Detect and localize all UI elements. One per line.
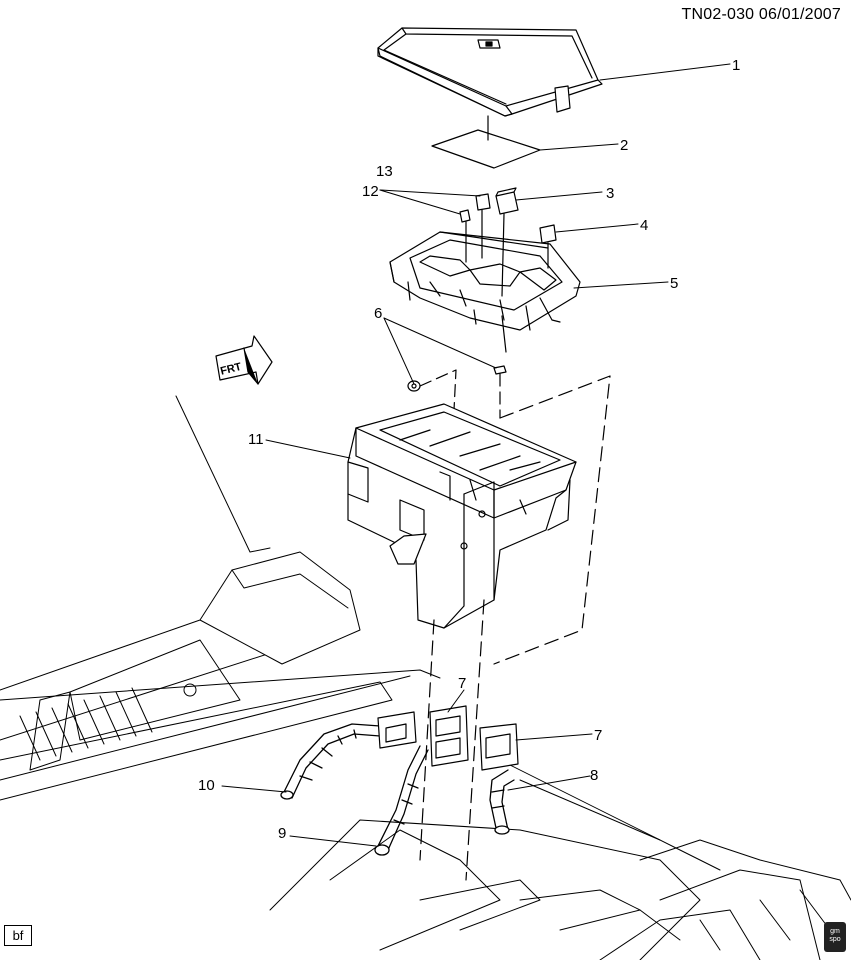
callout-12: 12 — [362, 183, 379, 200]
callout-11: 11 — [248, 431, 264, 448]
callout-3: 3 — [606, 185, 614, 202]
callout-1: 1 — [732, 57, 740, 74]
callout-8: 8 — [590, 767, 598, 784]
corner-code-box: bf — [4, 925, 32, 946]
mini-fuse — [459, 209, 471, 223]
relay-small — [539, 224, 557, 244]
callout-9: 9 — [278, 825, 286, 842]
fastener-stud — [493, 365, 507, 375]
fuse-block-label — [431, 115, 541, 169]
callout-13: 13 — [376, 163, 393, 180]
front-direction-arrow — [215, 335, 273, 385]
connector-block-center — [429, 705, 469, 767]
front-arrow-label: FRT — [219, 361, 243, 378]
gm-spo-logo: gm spo — [824, 922, 846, 952]
callout-10: 10 — [198, 777, 215, 794]
micro-relay — [475, 193, 491, 211]
callout-7-upper: 7 — [458, 675, 466, 692]
connector-block-right — [479, 723, 519, 771]
leader-lines — [221, 63, 731, 847]
relay-large — [495, 187, 519, 215]
callout-2: 2 — [620, 137, 628, 154]
callout-6: 6 — [374, 305, 382, 322]
callout-5: 5 — [670, 275, 678, 292]
callout-4: 4 — [640, 217, 648, 234]
fuse-block-cover — [377, 27, 603, 117]
drawing-code: TN02-030 06/01/2007 — [681, 6, 841, 23]
vehicle-body-background — [0, 395, 851, 960]
fastener-nut — [407, 380, 421, 392]
wiring-harness-8 — [489, 769, 515, 835]
wiring-harness-10 — [280, 723, 381, 800]
fuse-block-assembly — [389, 209, 581, 353]
wiring-harness-9 — [374, 745, 429, 856]
fuse-block-bracket — [347, 403, 577, 629]
callout-7-right: 7 — [594, 727, 602, 744]
connector-block-left — [377, 711, 417, 749]
